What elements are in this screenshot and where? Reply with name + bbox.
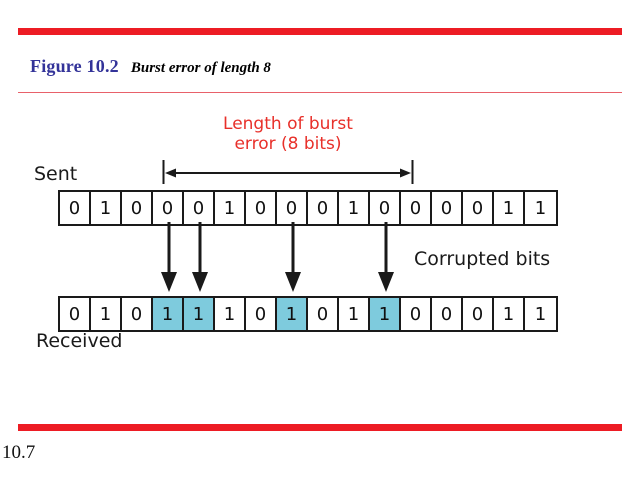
bit-cell: 1: [215, 298, 246, 330]
bit-cell: 1: [494, 298, 525, 330]
bit-cell: 0: [308, 192, 339, 224]
bit-cell: 0: [246, 192, 277, 224]
bit-cell: 1: [494, 192, 525, 224]
page-number: 10.7: [2, 442, 36, 463]
bit-cell: 0: [370, 192, 401, 224]
sent-row-label: Sent: [34, 163, 78, 185]
bit-cell: 0: [122, 298, 153, 330]
bit-cell: 1: [525, 298, 556, 330]
burst-span-arrow: [162, 160, 414, 184]
corrupted-bits-label: Corrupted bits: [414, 248, 551, 270]
bit-cell: 0: [401, 192, 432, 224]
bit-cell: 1: [91, 298, 122, 330]
bit-cell-corrupted: 1: [153, 298, 184, 330]
figure-number: Figure 10.2: [30, 56, 119, 76]
bit-cell: 0: [60, 298, 91, 330]
sent-bit-row: 0 1 0 0 0 1 0 0 0 1 0 0 0 0 1 1: [58, 190, 558, 226]
top-red-rule: [18, 28, 622, 35]
bit-cell: 0: [308, 298, 339, 330]
bit-cell-corrupted: 1: [370, 298, 401, 330]
bit-cell: 1: [525, 192, 556, 224]
bit-cell: 0: [60, 192, 91, 224]
bit-cell: 0: [401, 298, 432, 330]
bit-cell: 0: [184, 192, 215, 224]
title-separator-rule: [18, 92, 622, 93]
bit-cell-corrupted: 1: [277, 298, 308, 330]
bit-cell: 1: [339, 192, 370, 224]
bit-cell: 1: [215, 192, 246, 224]
bit-cell: 1: [91, 192, 122, 224]
figure-caption: Burst error of length 8: [130, 60, 271, 76]
burst-caption-line-2: error (8 bits): [234, 134, 342, 154]
bottom-red-rule: [18, 424, 622, 431]
burst-span-svg: [162, 160, 414, 184]
received-bit-row: 0 1 0 1 1 1 0 1 0 1 1 0 0 0 1 1: [58, 296, 558, 332]
received-row-label: Received: [36, 330, 123, 352]
bit-cell: 0: [463, 192, 494, 224]
bit-cell: 0: [246, 298, 277, 330]
bit-cell: 0: [153, 192, 184, 224]
burst-error-figure: Length of burst error (8 bits) Sent 0 1 …: [0, 100, 638, 370]
bit-cell: 0: [122, 192, 153, 224]
bit-cell: 1: [339, 298, 370, 330]
burst-length-caption: Length of burst error (8 bits): [168, 114, 408, 154]
bit-cell: 0: [277, 192, 308, 224]
bit-cell: 0: [432, 298, 463, 330]
page-title: Figure 10.2 Burst error of length 8: [30, 56, 271, 77]
bit-cell-corrupted: 1: [184, 298, 215, 330]
burst-caption-line-1: Length of burst: [223, 114, 353, 134]
bit-cell: 0: [432, 192, 463, 224]
bit-cell: 0: [463, 298, 494, 330]
